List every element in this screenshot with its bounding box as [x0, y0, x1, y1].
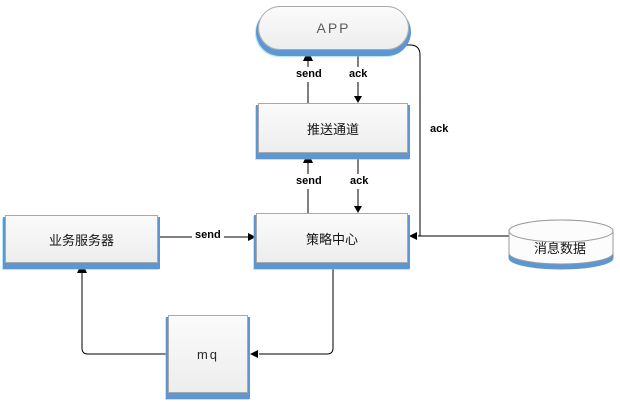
node-mq: mq: [168, 315, 248, 393]
node-message-data-label: 消息数据: [533, 241, 586, 256]
arrowhead-right-into-strategy: [248, 233, 256, 241]
edge-label-send-server-strategy: send: [192, 228, 224, 243]
node-business-server-label: 业务服务器: [48, 232, 114, 248]
node-strategy-center: 策略中心: [256, 213, 408, 263]
arrowhead-up-into-channel: [303, 152, 313, 163]
arrowhead-left-into-strategy: [409, 232, 417, 240]
connector-mq-to-server: [81, 273, 171, 355]
arrowhead-up-into-app: [303, 50, 313, 61]
database-cylinder: [508, 219, 614, 270]
connector-ack-app-rightside: [406, 44, 421, 236]
arrowhead-down-into-channel: [354, 96, 362, 103]
node-push-channel-label: 推送通道: [306, 121, 359, 137]
edge-label-ack-app-channel: ack: [346, 67, 371, 82]
node-mq-label: mq: [196, 346, 220, 362]
node-push-channel: 推送通道: [258, 103, 408, 153]
node-business-server: 业务服务器: [5, 215, 158, 263]
edge-label-ack-channel-strategy: ack: [347, 174, 372, 189]
edge-label-ack-right-side: ack: [427, 122, 452, 137]
node-app: APP: [258, 6, 409, 50]
edge-label-send-channel-strategy: send: [293, 174, 325, 189]
node-message-data: 消息数据: [505, 214, 617, 270]
arrowhead-left-into-mq: [250, 350, 258, 358]
cylinder-top-rim: [508, 219, 614, 243]
arrowhead-down-into-strategy: [354, 206, 362, 213]
connector-strategy-to-mq: [259, 260, 334, 355]
node-strategy-center-label: 策略中心: [305, 231, 358, 247]
edge-label-send-app-channel: send: [293, 67, 325, 82]
arrowhead-up-into-server: [77, 262, 87, 273]
node-app-label: APP: [316, 20, 351, 36]
